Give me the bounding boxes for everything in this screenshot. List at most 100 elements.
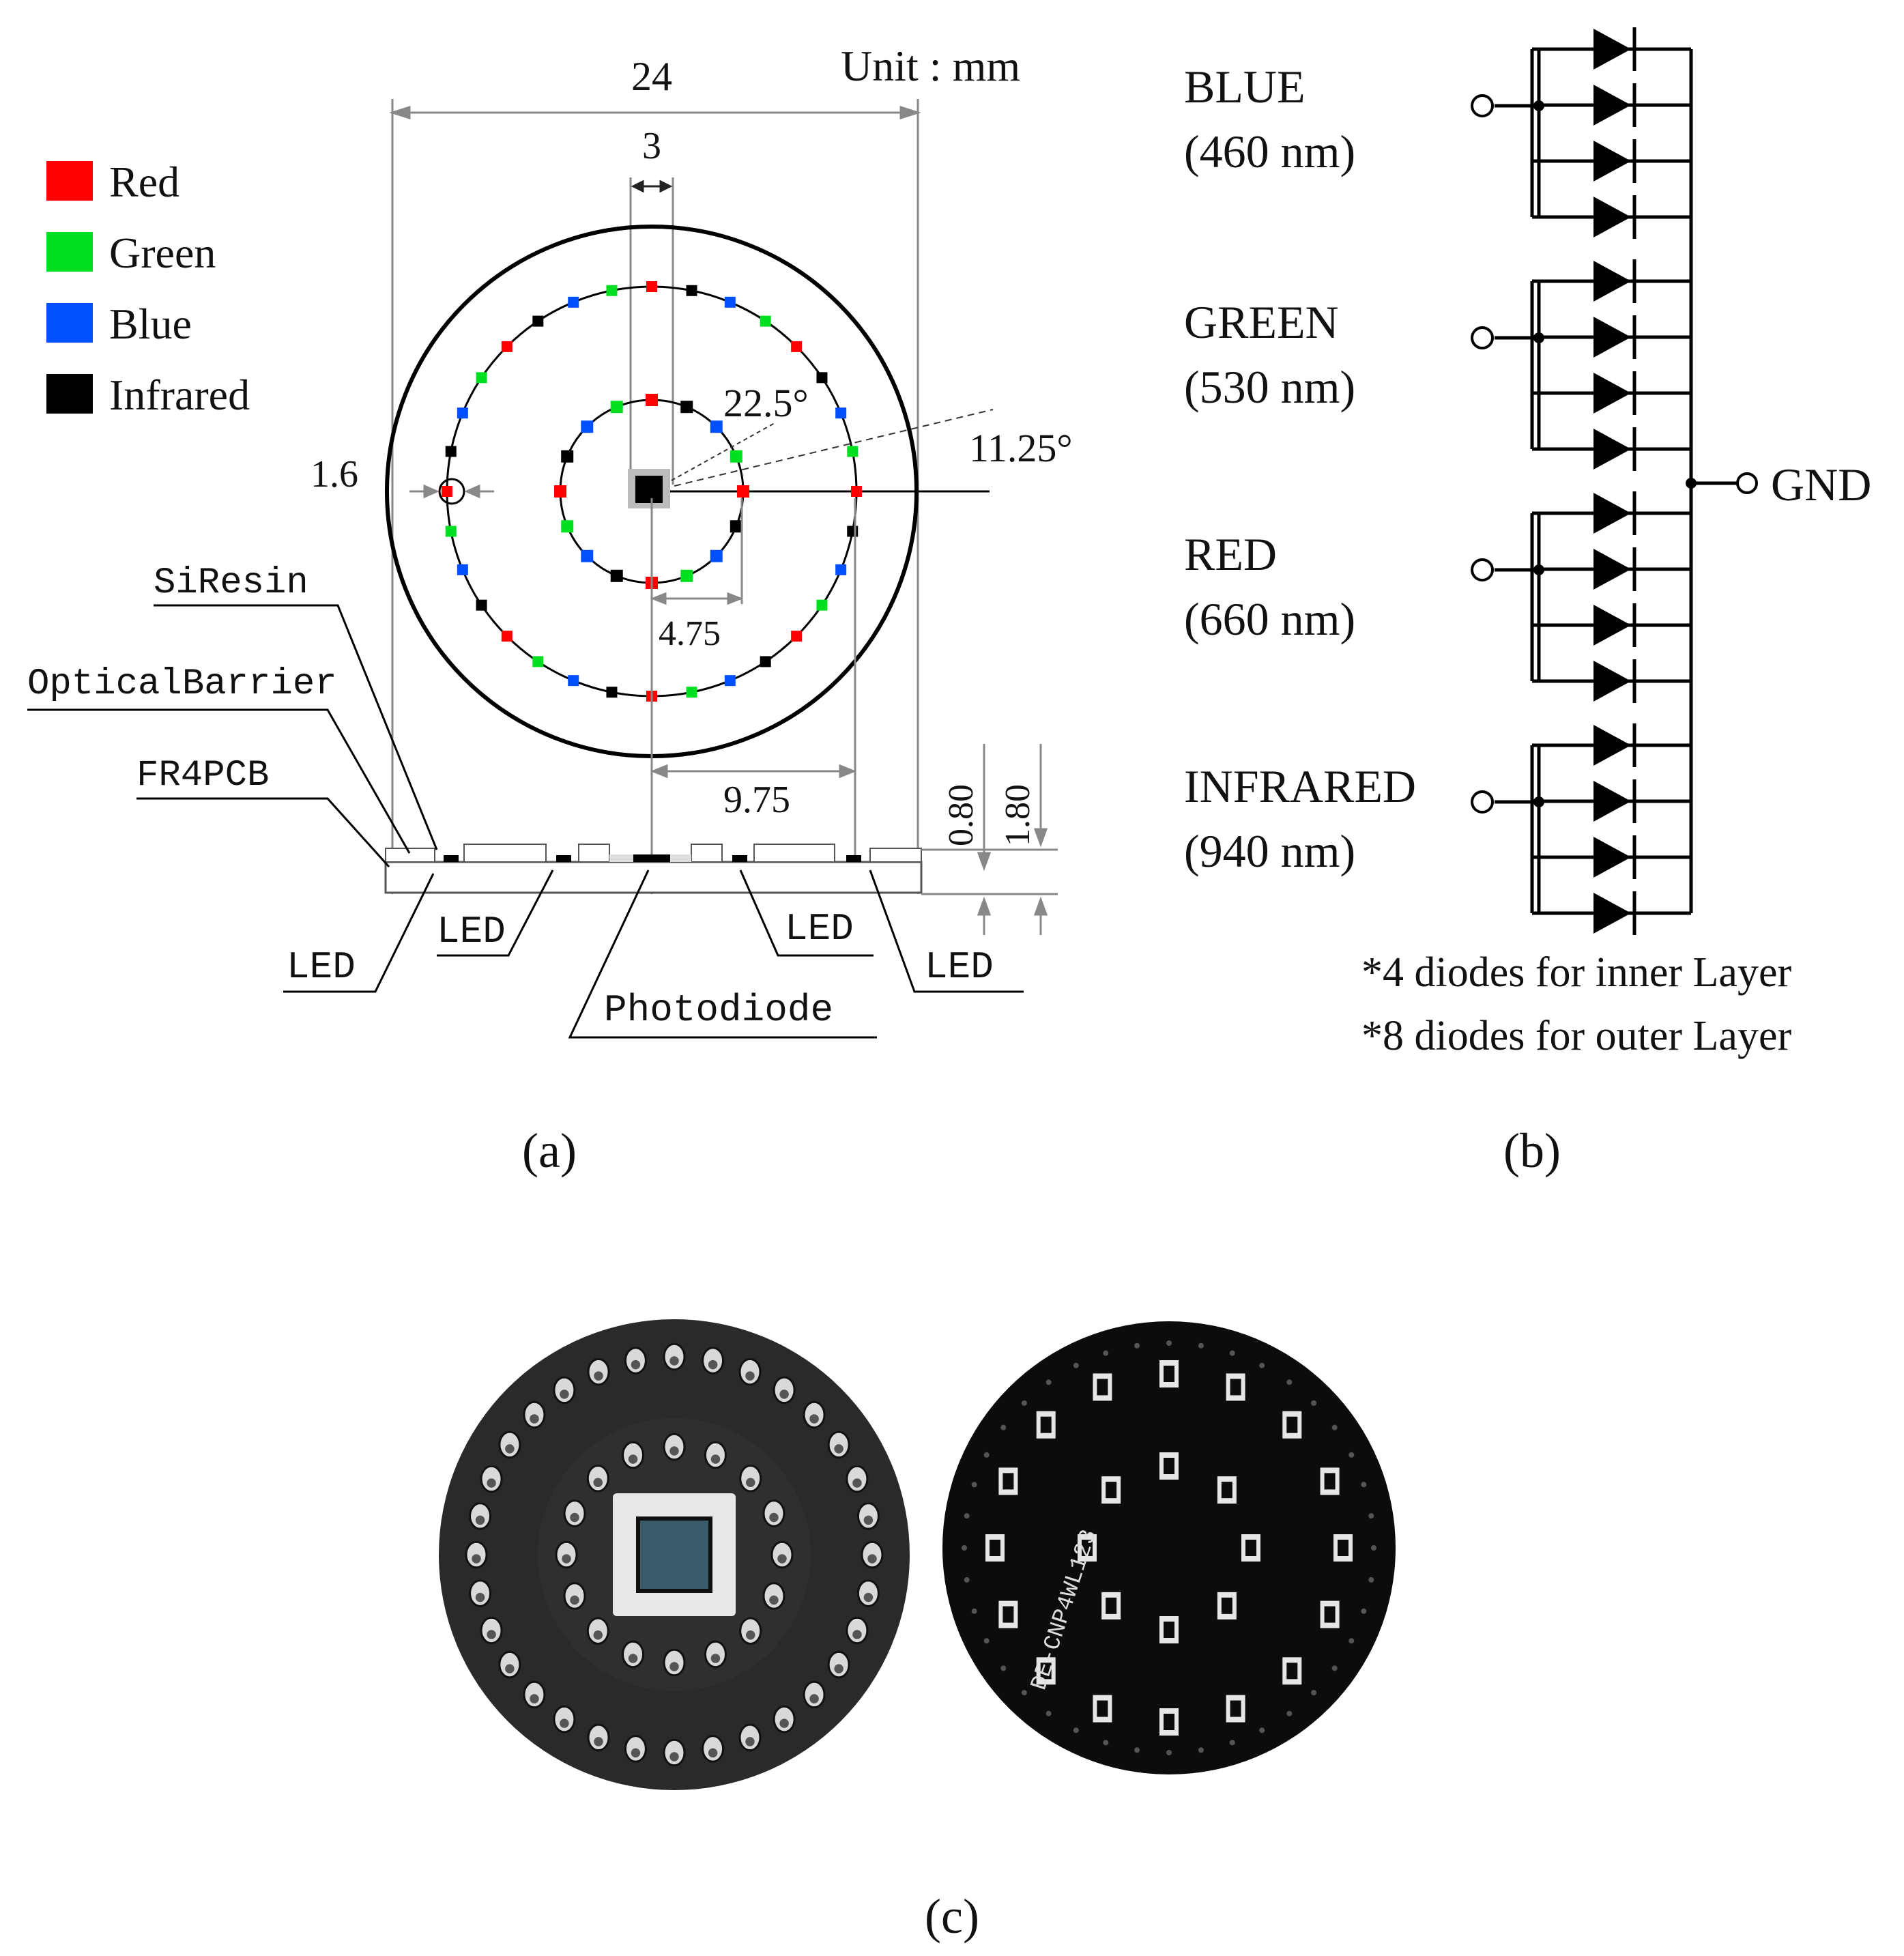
dimension-label-1-80: 1.80 [998,784,1037,846]
front-led-lens [809,1414,819,1424]
cross-section [384,844,923,894]
front-led-lens [631,1748,641,1758]
led-marker [457,564,468,575]
led-marker [476,599,487,611]
back-pad-hole [1286,1416,1298,1433]
label-photodiode: Photodiode [604,988,833,1032]
cross-section-led-4 [846,855,861,862]
input-terminal [1471,94,1494,117]
legend-label-infrared: Infrared [109,371,250,419]
diode-symbol [1593,661,1631,702]
back-pad-hole [1230,1700,1241,1717]
legend-swatch-infrared [46,374,93,414]
led-marker [851,486,862,497]
label-led-2: LED [437,910,506,953]
back-pad-hole [1040,1663,1052,1680]
front-led-lens [745,1478,755,1488]
diode-symbol [1593,605,1631,646]
legend-label-red: Red [109,158,179,206]
input-node [1533,332,1544,343]
diode-symbol [1593,29,1631,70]
back-pad-hole [1164,1366,1174,1382]
led-marker [606,285,618,296]
pcb-layer [384,861,923,894]
back-via [1311,1690,1317,1696]
back-via [1229,1740,1235,1746]
back-via [1000,1424,1007,1430]
front-led-lens [710,1654,721,1663]
barrier-block-3 [578,844,610,863]
front-photodiode-sensor [636,1516,712,1593]
dimension-heights [921,744,1058,935]
back-pad-hole [990,1540,1000,1556]
ground-label: GND [1771,459,1871,510]
front-led-lens [593,1630,603,1640]
led-marker [610,401,623,414]
front-led-lens [594,1737,603,1746]
diode-symbol [1593,781,1631,822]
legend-swatch-red [46,161,93,201]
back-pad-hole [1003,1606,1014,1623]
led-marker [476,372,487,384]
front-led-lens [863,1515,874,1525]
back-via [1311,1400,1317,1406]
input-node [1533,564,1544,575]
diode-symbol [1593,317,1631,358]
front-led-lens [472,1554,481,1564]
dimension-label-9-75: 9.75 [723,779,790,821]
front-led-lens [669,1662,679,1671]
front-led-lens [570,1512,579,1523]
led-marker [835,564,847,575]
back-via [1286,1379,1293,1385]
led-marker [680,401,693,414]
back-via [1259,1362,1265,1368]
led-marker [646,281,657,292]
led-marker [710,420,723,433]
panel-b-circuit: BLUE (460 nm) GREEN (530 nm) RED (660 nm… [1184,27,1871,1178]
group-name-blue: BLUE [1184,61,1306,113]
diode-symbol [1593,85,1631,126]
ground-node [1686,478,1697,489]
diode-symbol [1593,141,1631,182]
front-led-lens [570,1595,579,1605]
back-via [971,1482,977,1488]
input-node [1533,796,1544,807]
back-via [1198,1747,1204,1753]
led-marker [724,675,736,687]
front-led-lens [834,1664,843,1673]
front-led-lens [745,1630,755,1640]
dimension-label-3: 3 [642,125,661,167]
front-led-lens [628,1654,638,1663]
back-via [1371,1545,1376,1551]
diode-circuit [1471,27,1693,935]
input-terminal [1471,790,1494,814]
back-via [1259,1727,1265,1734]
led-marker [686,285,697,296]
input-terminal [1471,558,1494,581]
front-led-lens [669,1356,679,1366]
diode-symbol [1593,893,1631,934]
legend-swatch-blue [46,303,93,343]
back-via [1286,1710,1293,1716]
note-inner-layer: *4 diodes for inner Layer [1361,949,1791,996]
front-led-lens [560,1718,569,1728]
back-via [1348,1452,1355,1458]
back-via [1368,1577,1374,1583]
back-via [964,1513,970,1519]
led-marker [501,631,513,642]
back-via [1331,1665,1338,1671]
led-marker [760,315,771,327]
front-led-lens [779,1718,789,1728]
led-marker [816,599,828,611]
back-via [1361,1482,1367,1488]
panel-c-photograph: DE-CNP4WL123 (c) [439,1319,1396,1944]
front-led-lens [669,1752,679,1761]
led-marker [847,526,859,537]
back-via [1103,1740,1109,1746]
label-led-1: LED [287,945,356,989]
led-marker [442,486,452,497]
led-marker [532,315,544,327]
label-optical-barrier: OpticalBarrier [27,663,337,705]
led-marker [581,420,594,433]
